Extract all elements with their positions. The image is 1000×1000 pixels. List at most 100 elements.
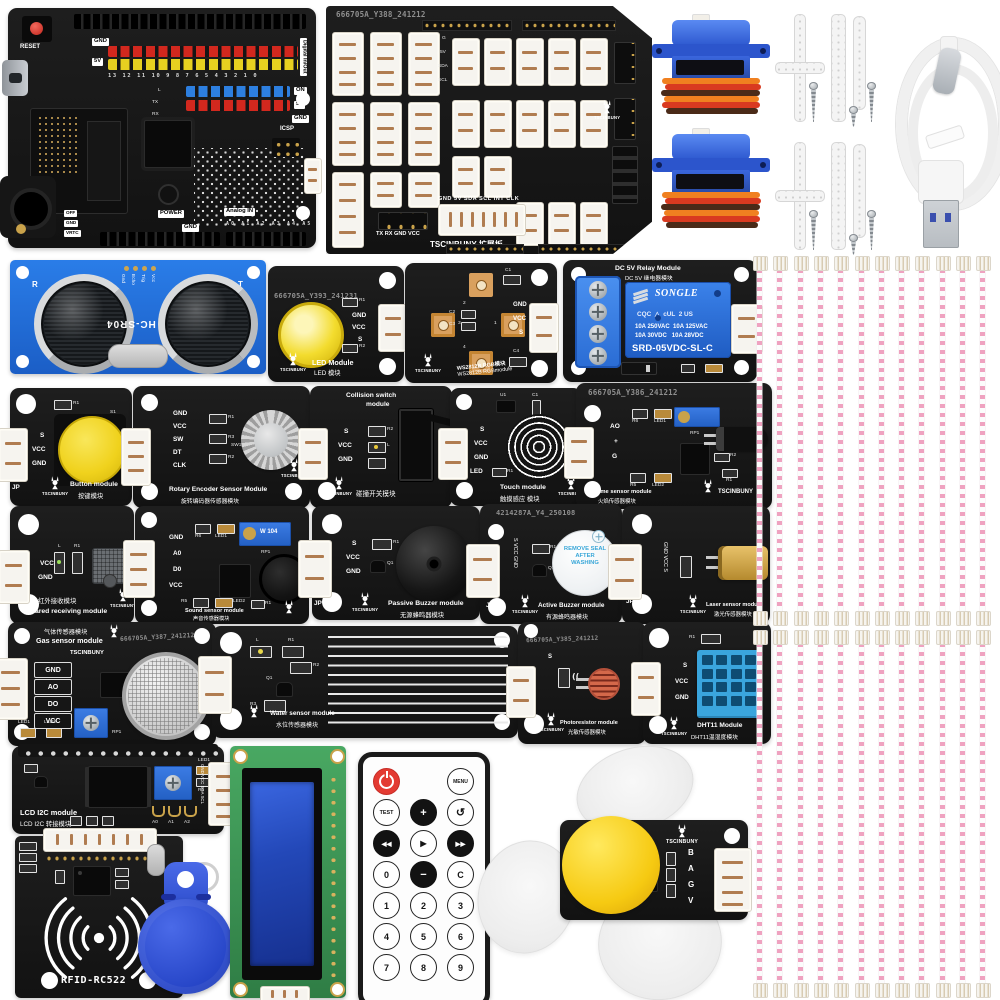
capacitor <box>115 868 129 877</box>
pot-screw <box>83 715 99 731</box>
power-icon <box>379 774 394 789</box>
header-pin-row <box>18 744 218 757</box>
mounting-hole <box>296 206 310 220</box>
rp1-label: RP1 <box>690 431 700 436</box>
mounting-hole <box>531 269 548 286</box>
passive-buzzer <box>396 526 472 602</box>
pin-pad <box>151 266 156 271</box>
lcd1602-display <box>230 746 346 1000</box>
pin-label: VCC <box>169 582 183 589</box>
r1-label: R1 <box>265 601 272 606</box>
resistor <box>372 539 392 550</box>
cable-connector <box>834 256 850 271</box>
tx-label: TX <box>152 100 159 105</box>
cable-connector <box>834 611 850 626</box>
double-arm-horn <box>831 142 846 250</box>
cable-connector <box>874 983 890 998</box>
pin-label: VCC <box>352 324 366 331</box>
cable-connector <box>956 630 971 645</box>
controller-board: RESET GND 5V Digital In/Out 13 12 11 10 … <box>0 8 322 248</box>
jp-label: JP <box>314 600 322 607</box>
resistor <box>282 646 304 658</box>
cap-label: C3 <box>449 322 456 327</box>
analog-pin-numbers: A0 A1 A2 A3 A4 A5 <box>226 222 313 227</box>
black-connector <box>614 98 636 140</box>
module-names: WS2812B RGB模块 WS2812B RGBmodule <box>456 358 513 378</box>
jumper-cable <box>915 630 931 998</box>
brand-logo: TSCINBUNY <box>512 594 538 614</box>
mounting-hole <box>379 272 396 289</box>
module-name-en: Water sensor module <box>270 710 335 717</box>
module-name-cn: LED 模块 <box>314 370 341 377</box>
seal-text: REMOVE SEAL AFTER WASHING <box>563 546 607 567</box>
pin-label: Echo <box>130 274 135 285</box>
module-name-en: Sound sensor module <box>185 608 244 614</box>
laser-sensor-module: GND VCC S JP Laser sensor module 激光传感器模块… <box>608 506 770 624</box>
r1-label: R1 <box>359 298 366 303</box>
header-strip-bottom-1 <box>100 232 220 246</box>
jumper-cable <box>773 256 789 626</box>
pin-label: S <box>683 662 688 669</box>
shield-area <box>87 121 121 201</box>
analog-in-label: Analog IN <box>224 208 256 216</box>
digit-4-button: 4 <box>373 923 400 950</box>
servo-flange <box>652 44 770 58</box>
led-module: 666705A_Y393_241231 R1 R2 GND VCC S TSCI… <box>268 266 408 382</box>
brand-text: TSCINBUNY <box>718 489 754 495</box>
digit-3-button: 3 <box>447 892 474 919</box>
jst-connector <box>466 544 500 598</box>
pin-label-box: AO <box>34 679 72 695</box>
expansion-serial: 666705A_Y388_241212 <box>336 10 426 19</box>
s1-label: S1 <box>110 410 116 415</box>
jumper-cable <box>976 256 992 626</box>
module-title-cn: DC 5V 继电器模块 <box>625 276 673 282</box>
brand-logo: TSCINBUNY <box>558 476 584 496</box>
pad-strip <box>446 244 524 254</box>
servo-motor <box>652 128 770 236</box>
digital-pin-numbers: 13 12 11 10 9 8 7 6 5 4 3 2 1 0 <box>108 73 259 79</box>
mounting-hole <box>488 524 504 540</box>
jst-connector <box>332 32 364 96</box>
antenna-coil <box>44 897 154 979</box>
servo-wire <box>662 102 760 108</box>
cable-connector <box>895 611 911 626</box>
r1-label: R1 <box>689 635 696 640</box>
l-label: L <box>58 544 61 549</box>
menu-button: MENU <box>447 768 474 795</box>
usb-c-slot <box>9 73 22 83</box>
lcd-bezel <box>242 768 322 980</box>
servo-wire <box>662 216 760 222</box>
mounting-hole <box>16 355 29 368</box>
module-serial: 666705A_Y387_241212 <box>119 632 195 643</box>
r5-label: R5 <box>181 599 188 604</box>
resistor <box>24 764 38 773</box>
led <box>250 646 272 658</box>
r3-label: R3 <box>250 702 257 707</box>
jst-connector <box>298 540 332 598</box>
trimmer-potentiometer <box>674 407 720 427</box>
jst-connector <box>484 38 512 86</box>
module-name-en: Button module <box>70 481 118 488</box>
resistor <box>558 668 570 688</box>
capacitor <box>461 310 476 319</box>
jst-connector <box>516 100 544 148</box>
cable-connector <box>976 983 992 998</box>
led-number: 4 <box>463 345 466 350</box>
led1-label: LED1 <box>198 758 210 763</box>
digit-6-button: 6 <box>447 923 474 950</box>
reset-button <box>22 16 52 42</box>
servo-body <box>672 56 750 82</box>
jst-connector <box>580 202 608 246</box>
mounting-hole <box>734 360 749 375</box>
contrast-potentiometer <box>154 766 192 800</box>
cable-connector <box>793 630 809 645</box>
jst-connector <box>408 102 440 166</box>
pin-label: VCC <box>338 442 352 449</box>
led1-label: LED1 <box>215 534 227 539</box>
r2-label: R2 <box>313 663 320 668</box>
pin-label: GND <box>169 534 184 541</box>
servo-wire <box>662 78 760 84</box>
jumper-cable <box>834 256 850 626</box>
jst-connector <box>298 428 328 480</box>
u1-label: U1 <box>500 393 507 398</box>
